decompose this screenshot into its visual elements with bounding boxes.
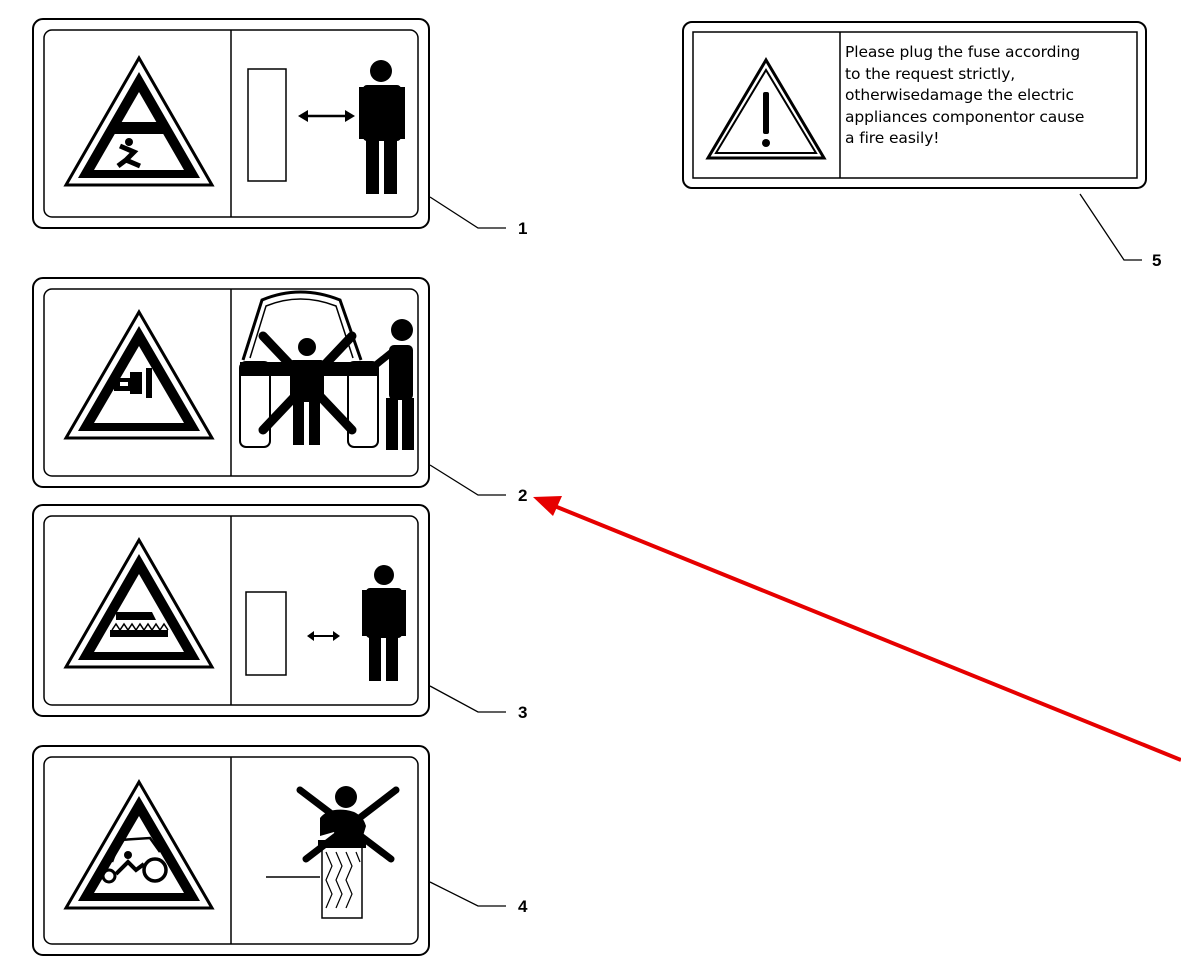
callout-1: 1 xyxy=(429,196,527,238)
callout-number-4: 4 xyxy=(518,897,528,916)
label-2 xyxy=(32,277,430,488)
do-not-stand-between-icon xyxy=(239,290,414,450)
label-3 xyxy=(32,504,430,717)
red-pointer-arrow xyxy=(533,496,1181,762)
general-warning-icon xyxy=(705,57,827,160)
pinch-hazard-warning-icon xyxy=(63,309,215,440)
label-5 xyxy=(682,21,1147,189)
keep-distance-icon xyxy=(247,60,405,194)
callout-number-5: 5 xyxy=(1152,251,1161,270)
do-not-climb-icon xyxy=(266,786,400,919)
callout-number-2: 2 xyxy=(518,486,527,505)
callout-number-3: 3 xyxy=(518,703,527,722)
callout-number-1: 1 xyxy=(518,219,527,238)
hot-surface-warning-icon xyxy=(63,536,215,669)
callout-3: 3 xyxy=(429,685,527,722)
label-1 xyxy=(32,18,430,229)
label-4 xyxy=(32,745,430,956)
entanglement-hazard-warning-icon xyxy=(63,779,215,910)
callout-4: 4 xyxy=(429,881,528,916)
callout-5: 5 xyxy=(1079,193,1161,270)
fuse-warning-text: Please plug the fuse according to the re… xyxy=(845,43,1085,147)
keep-distance-icon xyxy=(245,565,406,681)
callout-2: 2 xyxy=(429,464,527,505)
crushing-hazard-warning-icon xyxy=(63,54,215,187)
